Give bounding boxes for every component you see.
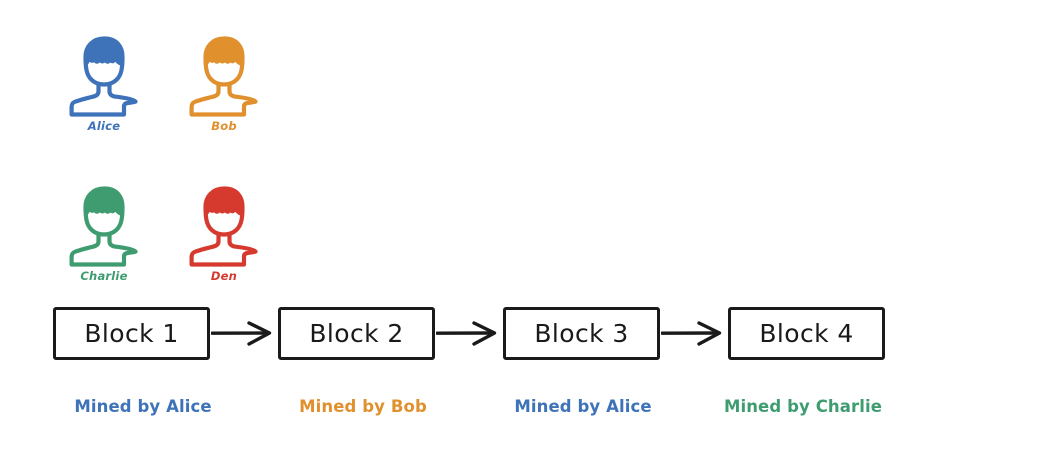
block-label: Block 3 [534, 318, 629, 348]
participant-label: Bob [211, 119, 237, 133]
caption-cell-block-2: Mined by Bob [253, 394, 473, 420]
person-icon [189, 36, 258, 117]
block-label: Block 2 [309, 318, 404, 348]
participant-label: Charlie [80, 268, 128, 283]
blockchain-chain: Block 1 Block 2 Block 3 [53, 306, 885, 360]
person-icon [189, 185, 258, 267]
block-label: Block 4 [759, 318, 854, 348]
participants-row-1: Alice Bob [44, 32, 284, 133]
block-2-miner-caption: Mined by Bob [299, 396, 427, 416]
block-3-miner-caption: Mined by Alice [514, 396, 652, 416]
participant-label: Den [210, 268, 238, 283]
block-captions: Mined by Alice Mined by Bob Mined by Ali… [33, 394, 913, 420]
block-4[interactable]: Block 4 [728, 306, 885, 360]
block-4-miner-caption: Mined by Charlie [723, 396, 883, 416]
block-2[interactable]: Block 2 [278, 306, 435, 360]
person-icon [69, 185, 138, 267]
arrow-right-icon [660, 318, 728, 348]
caption-cell-block-1: Mined by Alice [33, 394, 253, 420]
block-1-miner-caption: Mined by Alice [74, 396, 212, 416]
participant-den[interactable]: Den [164, 182, 284, 283]
block-label: Block 1 [84, 318, 179, 348]
participant-charlie[interactable]: Charlie [44, 182, 164, 283]
block-3[interactable]: Block 3 [503, 306, 660, 360]
participant-bob[interactable]: Bob [164, 32, 284, 133]
block-1[interactable]: Block 1 [53, 306, 210, 360]
person-icon [69, 36, 138, 117]
participants-row-2: Charlie Den [44, 182, 284, 283]
caption-cell-block-3: Mined by Alice [473, 394, 693, 420]
participants-group: Alice Bob [44, 32, 284, 282]
caption-cell-block-4: Mined by Charlie [693, 394, 913, 420]
participant-alice[interactable]: Alice [44, 32, 164, 133]
arrow-right-icon [210, 318, 278, 348]
arrow-right-icon [435, 318, 503, 348]
participant-label: Alice [87, 119, 121, 133]
